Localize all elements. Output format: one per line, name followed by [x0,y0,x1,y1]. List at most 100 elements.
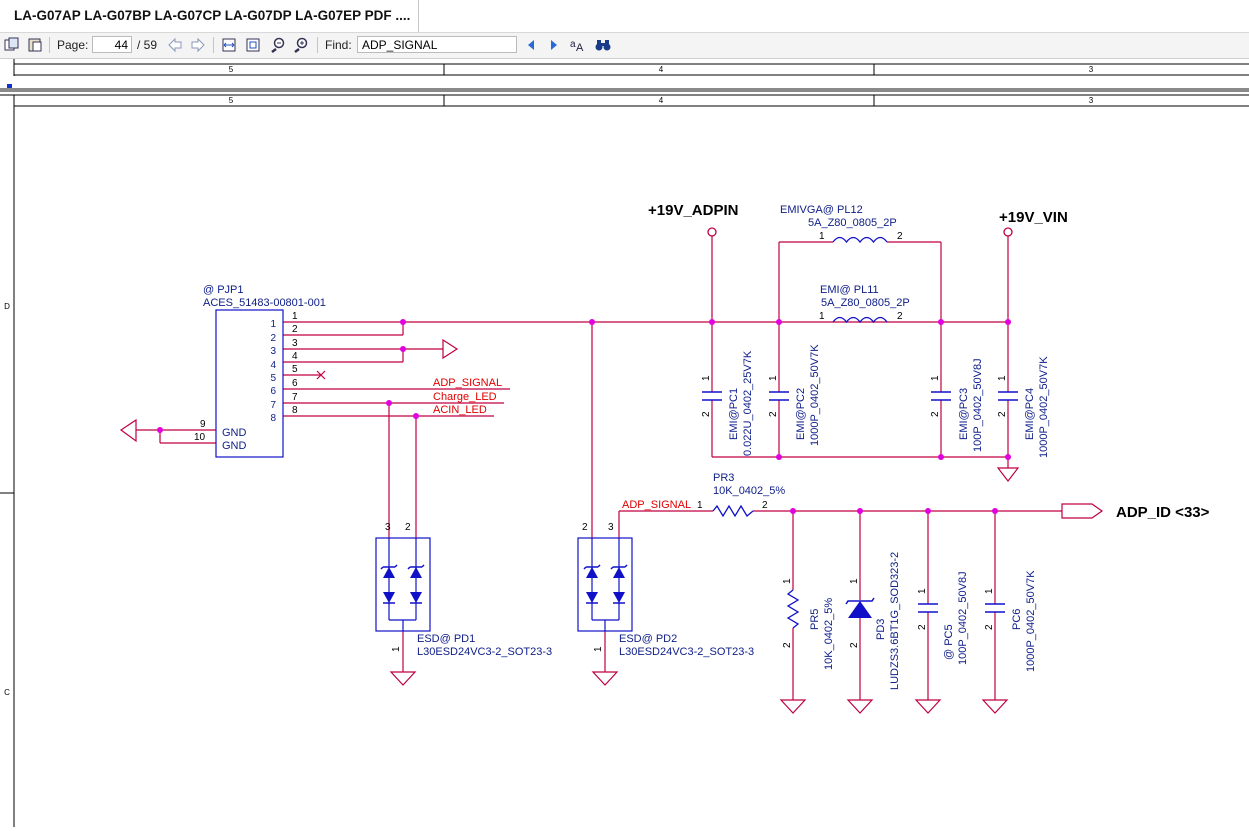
ruler-col-4: 4 [659,65,664,74]
pjp1-inner-pin: 4 [270,360,276,371]
pjp1-part: ACES_51483-00801-001 [203,297,326,309]
ground-symbol [389,671,417,686]
pd1-ref: ESD@ PD1 [417,633,475,645]
pd3-pin2: 2 [849,642,860,648]
pc6-pin2: 2 [984,624,995,630]
svg-text:A: A [576,42,584,53]
pjp1-inner-pin: 8 [270,413,276,424]
toolbar-separator [213,37,214,53]
pd1-value: L30ESD24VC3-2_SOT23-3 [417,646,552,658]
find-input[interactable] [357,36,517,53]
pjp1-outer-pin: 6 [292,378,298,389]
capacitor-pc2[interactable] [769,391,789,401]
previous-page-border: 5 4 3 [13,59,1249,76]
pjp1-outer-pin: 5 [292,364,298,375]
pl12-pin1: 1 [819,231,825,242]
pjp1-outer-pin: 8 [292,405,298,416]
pjp1-inner-pin: 7 [270,400,276,411]
pjp1-outer-pin: 3 [292,338,298,349]
inductor-pl12[interactable]: EMIVGA@ PL12 5A_Z80_0805_2P 1 2 [780,204,903,244]
net-label-vin: +19V_VIN [999,209,1068,226]
zener-diode-pd3[interactable]: 1 2 PD3 LUDZS3.6BT1G_SOD323-2 [845,552,901,690]
pd1-pin1: 1 [391,646,402,652]
pc5-pin2: 2 [917,624,928,630]
pjp1-inner-pin: 3 [270,346,276,357]
pd2-pin1: 1 [593,646,604,652]
fit-width-icon[interactable] [220,36,238,54]
ground-symbol [996,467,1020,482]
pc6-ref: PC6 [1011,609,1023,630]
pjp1-ref: @ PJP1 [203,284,244,296]
viewer-toolbar: Page: / 59 Find: aA [0,33,1249,59]
find-prev-icon[interactable] [523,36,539,54]
ruler-col-3: 3 [1089,96,1094,105]
connector-pjp1[interactable]: @ PJP1 ACES_51483-00801-001 1 2 3 4 5 6 … [194,284,326,458]
pjp1-inner-pin: 5 [270,373,276,384]
resistor-pr3[interactable]: PR3 10K_0402_5% 1 2 [697,472,785,518]
pc4-ref: EMI@PC4 [1024,388,1036,440]
pr5-pin2: 2 [782,642,793,648]
prev-page-icon[interactable] [166,36,184,54]
pl11-ref: EMI@ PL11 [820,284,879,296]
paste-icon[interactable] [26,36,44,54]
pc5-pin1: 1 [917,588,928,594]
pc1-ref: EMI@PC1 [728,388,740,440]
inductor-pl11[interactable]: EMI@ PL11 5A_Z80_0805_2P 1 2 [819,284,910,324]
pr5-pin1: 1 [782,578,793,584]
pd2-pin2: 2 [582,522,588,533]
signal-charge-led: Charge_LED [433,391,497,403]
toolbar-separator [317,37,318,53]
capacitor-pc4[interactable] [998,391,1018,401]
zoom-out-icon[interactable] [269,36,287,54]
pl11-pin1: 1 [819,311,825,322]
esd-diode-pd1[interactable]: 3 2 1 ESD@ PD1 L30ESD24VC3-2_SOT23-3 [375,522,552,658]
svg-text:a: a [570,39,576,50]
resistor-pr5[interactable]: 1 2 PR5 10K_0402_5% [782,578,835,670]
document-canvas[interactable]: 5 4 3 5 4 3 D C [0,59,1249,827]
pr3-ref: PR3 [713,472,734,484]
pc6-pin1: 1 [984,588,995,594]
junction-dots [157,319,1011,514]
capacitor-pc1[interactable] [702,391,722,401]
toolbar-separator [49,37,50,53]
pjp1-inner-pin: 6 [270,386,276,397]
page-gap [0,88,1249,92]
ground-symbol [914,699,942,714]
fit-page-icon[interactable] [244,36,262,54]
page-number-input[interactable] [92,36,132,53]
pjp1-gnd-pin: 10 [194,432,206,443]
capacitor-pc5[interactable]: 1 2 @ PC5 100P_0402_50V8J [917,571,969,665]
power-net-vin[interactable]: +19V_VIN [999,209,1068,237]
capacitor-pc3[interactable] [931,391,951,401]
pjp1-outer-pin: 7 [292,392,298,403]
document-tab[interactable]: LA-G07AP LA-G07BP LA-G07CP LA-G07DP LA-G… [6,0,420,32]
ground-symbol [846,699,874,714]
pc3-pin2: 2 [930,411,941,417]
capacitor-pc6[interactable]: 1 2 PC6 1000P_0402_50V7K [984,570,1037,672]
pjp1-gnd-label: GND [222,427,247,439]
pd1-pin3: 3 [385,522,391,533]
find-next-icon[interactable] [546,36,562,54]
binoculars-icon[interactable] [594,36,612,54]
signal-adp-signal: ADP_SIGNAL [433,377,502,389]
pr5-ref: PR5 [809,609,821,630]
zoom-in-icon[interactable] [292,36,310,54]
pl11-value: 5A_Z80_0805_2P [821,297,910,309]
adp-id-connector[interactable]: ADP_ID <33> [1061,503,1210,521]
copy-icon[interactable] [3,36,21,54]
page-total: / 59 [137,38,158,52]
schematic-page: 5 4 3 5 4 3 D C [0,59,1249,827]
pl12-value: 5A_Z80_0805_2P [808,217,897,229]
pc2-pin2: 2 [768,411,779,417]
pr3-pin1: 1 [697,500,703,511]
ground-symbol [442,338,459,360]
find-label: Find: [325,38,352,52]
next-page-icon[interactable] [189,36,207,54]
pc2-ref: EMI@PC2 [795,388,807,440]
pc2-pin1: 1 [768,375,779,381]
pjp1-gnd-pin: 9 [200,419,206,430]
pjp1-outer-pin: 1 [292,311,298,322]
power-net-adpin[interactable]: +19V_ADPIN [648,202,738,237]
esd-diode-pd2[interactable]: 2 3 1 ESD@ PD2 L30ESD24VC3-2_SOT23-3 [577,522,754,658]
